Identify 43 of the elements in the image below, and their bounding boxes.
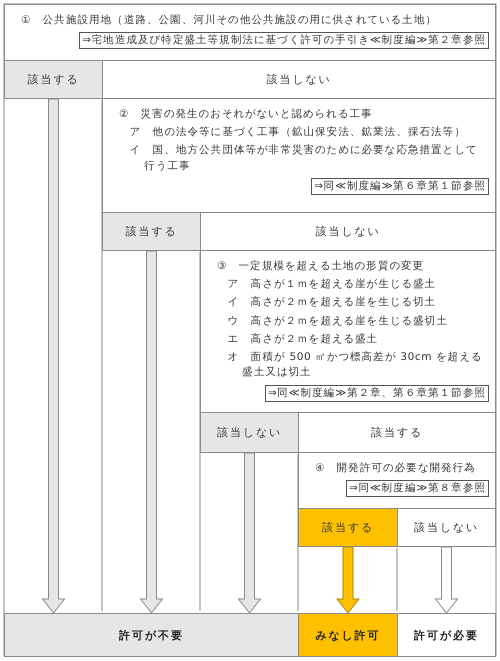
box-label: 該当しない	[316, 224, 380, 239]
condition-heading: ① 公共施設用地（道路、公園、河川その他公共施設の用に供されている土地）	[21, 13, 438, 28]
condition-box	[200, 250, 496, 413]
answer-box	[397, 508, 496, 547]
box-label: 許可が不要	[119, 628, 184, 642]
box-label: 許可が必要	[414, 628, 479, 642]
reference-note: ⇒宅地造成及び特定盛土等規制法に基づく許可の手引き≪制度編≫第２章参照	[79, 32, 489, 50]
reference-note: ⇒同≪制度編≫第２章、第６章第１節参照	[264, 384, 489, 402]
condition-item: イ 国、地方公共団体等が非常災害のために必要な応急措置として行う工事	[128, 143, 478, 174]
condition-item: イ 高さが２ｍを超える崖を生じる切土	[226, 295, 438, 310]
box-label: 該当しない	[414, 520, 479, 535]
block-arrow	[139, 250, 164, 614]
condition-box	[4, 4, 496, 61]
answer-box	[4, 60, 103, 99]
block-arrow	[336, 546, 360, 614]
reference-note: ⇒同≪制度編≫第６章第１節参照	[311, 178, 489, 196]
condition-item: ウ 高さが２ｍを超える崖を生じる盛切土	[226, 314, 449, 329]
result-box	[298, 613, 398, 657]
box-label: みなし許可	[316, 628, 380, 642]
answer-box	[102, 212, 201, 251]
reference-note: ⇒同≪制度編≫第８章参照	[346, 480, 489, 498]
condition-item: ア 他の法令等に基づく工事（鉱山保安法、鉱業法、採石法等）	[128, 125, 467, 140]
condition-box	[102, 98, 496, 213]
condition-heading: ④ 開発許可の必要な開発行為	[315, 461, 477, 476]
result-box	[4, 613, 299, 657]
answer-box	[200, 412, 299, 453]
block-arrow	[237, 452, 262, 614]
box-label: 該当する	[126, 224, 178, 239]
condition-heading: ② 災害の発生のおそれがないと認められる工事	[119, 107, 374, 122]
box-label: 該当しない	[266, 72, 332, 87]
condition-item: ア 高さが１ｍを超える崖が生じる盛土	[226, 277, 438, 292]
condition-item: オ 面積が 500 ㎡かつ標高差が 30cm を超える盛土又は切土	[226, 350, 484, 380]
box-label: 該当しない	[217, 425, 282, 440]
condition-box	[298, 452, 496, 509]
condition-heading: ③ 一定規模を超える土地の形質の変更	[217, 259, 426, 274]
block-arrow	[41, 98, 66, 614]
block-arrow	[434, 546, 459, 614]
result-box	[397, 613, 496, 657]
answer-box	[298, 508, 398, 547]
box-label: 該当する	[371, 425, 423, 440]
box-label: 該当する	[322, 520, 374, 535]
box-label: 該当する	[28, 72, 80, 87]
condition-item: エ 高さが２ｍを超える盛土	[226, 332, 380, 347]
